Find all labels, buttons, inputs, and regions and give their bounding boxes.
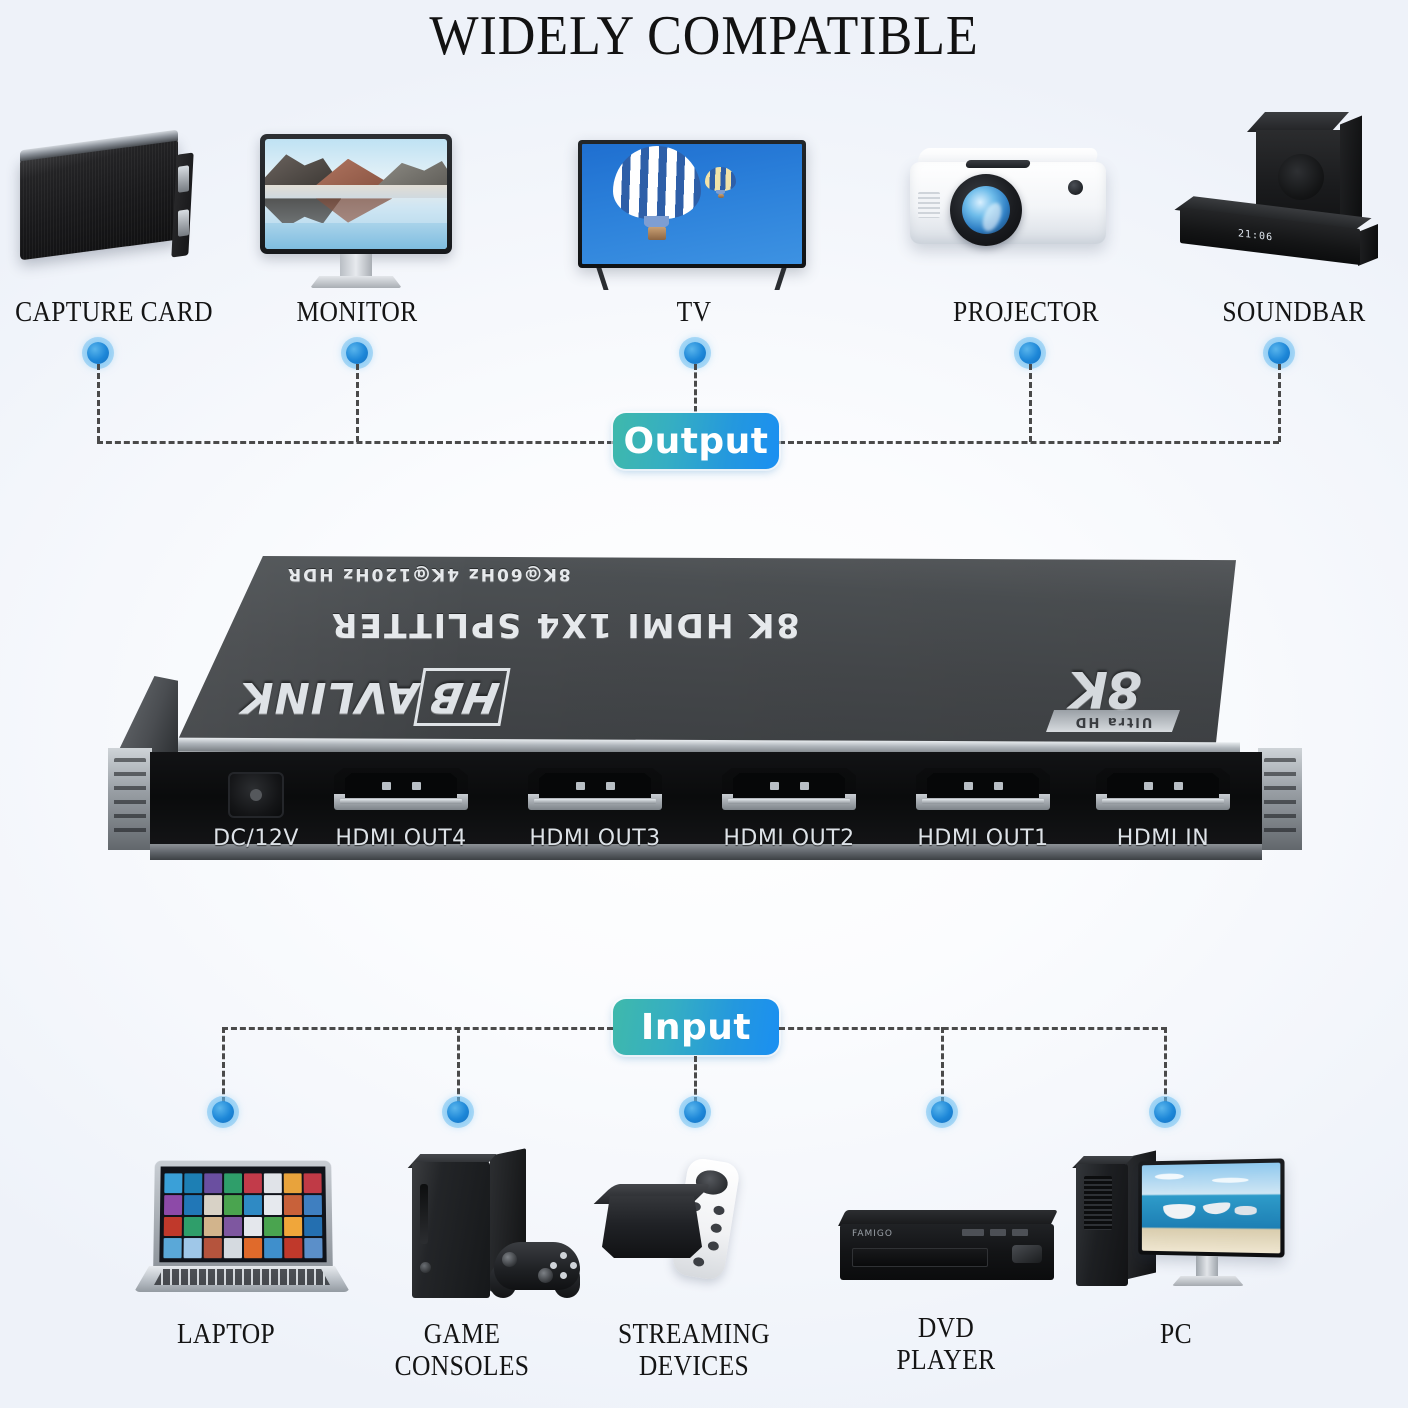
streaming-device-icon (593, 1156, 788, 1303)
game-console-icon (390, 1148, 600, 1303)
capture-card-icon (8, 128, 208, 278)
brand-logo: HBAVLINK (240, 668, 511, 726)
output-line-tv (694, 364, 697, 412)
connector-dot-laptop (212, 1101, 234, 1123)
connector-dot-streaming (684, 1101, 706, 1123)
connector-dot-projector (1019, 342, 1041, 364)
input-line-pc (1164, 1027, 1167, 1103)
input-badge: Input (613, 999, 779, 1055)
output-line-projector (1029, 364, 1032, 442)
dc-power-jack (228, 772, 284, 818)
page-title: WIDELY COMPATIBLE (429, 5, 979, 67)
connector-dot-capture-card (87, 342, 109, 364)
projector-icon (888, 134, 1128, 284)
port-label-out4: HDMI OUT4 (335, 826, 467, 851)
soundbar-icon: 21:06 (1174, 112, 1398, 282)
dvd-brand-text: FAMIGO (852, 1229, 893, 1239)
output-bus-right (779, 441, 1279, 444)
input-bus-left (222, 1027, 613, 1030)
output-line-capture-card (97, 364, 100, 442)
output-badge: Output (613, 413, 779, 469)
device-label-laptop: LAPTOP (176, 1318, 276, 1350)
connector-dot-console (447, 1101, 469, 1123)
hdmi-port-out1 (916, 768, 1050, 810)
connector-dot-tv (684, 342, 706, 364)
device-label-streaming-devices: STREAMING DEVICES (617, 1318, 771, 1383)
input-badge-label: Input (640, 1006, 752, 1048)
port-label-out3: HDMI OUT3 (529, 826, 661, 851)
input-line-streaming (694, 1056, 697, 1103)
8k-label: 8K (1070, 660, 1142, 718)
hdmi-port-out3 (528, 768, 662, 810)
connector-dot-soundbar (1268, 342, 1290, 364)
device-label-capture-card: CAPTURE CARD (15, 296, 213, 328)
tv-icon (578, 140, 810, 292)
splitter-spec-text: 8K@60Hz 4K@120Hz HDR (286, 564, 571, 584)
output-line-monitor (356, 364, 359, 442)
port-label-out1: HDMI OUT1 (917, 826, 1049, 851)
desktop-pc-icon (1068, 1150, 1298, 1297)
device-label-pc: PC (1160, 1318, 1192, 1350)
input-line-dvd (941, 1027, 944, 1103)
brand-logo-boxed: HB (413, 668, 511, 726)
connector-dot-pc (1154, 1101, 1176, 1123)
output-badge-label: Output (623, 420, 769, 462)
dvd-player-icon: FAMIGO (838, 1198, 1058, 1298)
device-label-dvd-player: DVD PLAYER (896, 1312, 996, 1377)
input-line-laptop (222, 1027, 225, 1103)
device-label-monitor: MONITOR (296, 296, 418, 328)
device-label-game-consoles: GAME CONSOLES (394, 1318, 530, 1383)
output-line-soundbar (1278, 364, 1281, 442)
device-label-tv: TV (676, 296, 712, 328)
port-label-out2: HDMI OUT2 (723, 826, 855, 851)
connector-dot-monitor (346, 342, 368, 364)
port-label-in: HDMI IN (1116, 826, 1210, 851)
device-label-soundbar: SOUNDBAR (1222, 296, 1366, 328)
monitor-icon (252, 130, 462, 290)
device-label-projector: PROJECTOR (953, 296, 1099, 328)
8k-ultrahd-badge: Ultra HD 8K (1024, 656, 1194, 734)
splitter-model-text: 8K HDMI 1X4 SPLITTER (330, 606, 800, 645)
hdmi-port-out2 (722, 768, 856, 810)
hdmi-port-out4 (334, 768, 468, 810)
input-bus-right (779, 1027, 1167, 1030)
hdmi-splitter-device (98, 556, 1318, 876)
laptop-icon (128, 1160, 356, 1300)
brand-logo-rest: AVLINK (240, 673, 419, 722)
output-bus-left (97, 441, 613, 444)
port-label-dc: DC/12V (213, 826, 299, 851)
hdmi-port-in (1096, 768, 1230, 810)
input-line-console (457, 1027, 460, 1103)
connector-dot-dvd (931, 1101, 953, 1123)
